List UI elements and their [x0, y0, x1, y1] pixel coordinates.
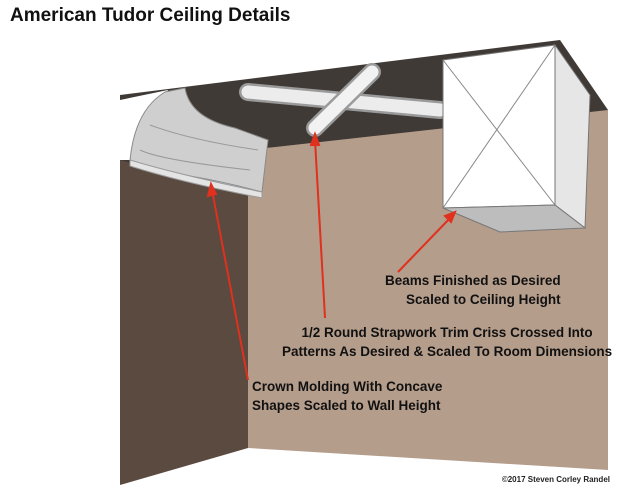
beam-arrow-head	[443, 210, 457, 224]
crown-label-line-1: Crown Molding With Concave	[252, 379, 443, 394]
strapwork-trim	[239, 63, 449, 137]
arrows	[206, 131, 457, 381]
strapwork-label-line-2: Patterns As Desired & Scaled To Room Dim…	[282, 344, 613, 359]
page-title: American Tudor Ceiling Details	[10, 5, 291, 26]
strapwork-label-line-1: 1/2 Round Strapwork Trim Criss Crossed I…	[301, 325, 593, 340]
crown-label-line-2: Shapes Scaled to Wall Height	[252, 398, 441, 413]
ceiling-beam	[442, 43, 591, 233]
crown-label: Crown Molding With Concave Shapes Scaled…	[252, 377, 442, 415]
crown-arrow	[211, 189, 249, 381]
crown-arrow-head	[206, 181, 218, 198]
beams-label-line-2: Scaled to Ceiling Height	[406, 292, 561, 307]
beams-label-line-1: Beams Finished as Desired	[385, 273, 561, 288]
left-wall	[120, 160, 248, 485]
beam-arrow	[397, 215, 453, 273]
strap-arrow	[314, 139, 326, 319]
beams-label: Beams Finished as Desired Scaled to Ceil…	[385, 271, 561, 309]
crown-molding	[120, 87, 269, 199]
strap-arrow-head	[309, 131, 321, 146]
copyright-text: ©2017 Steven Corley Randel	[501, 475, 610, 484]
strapwork-label: 1/2 Round Strapwork Trim Criss Crossed I…	[282, 323, 612, 361]
